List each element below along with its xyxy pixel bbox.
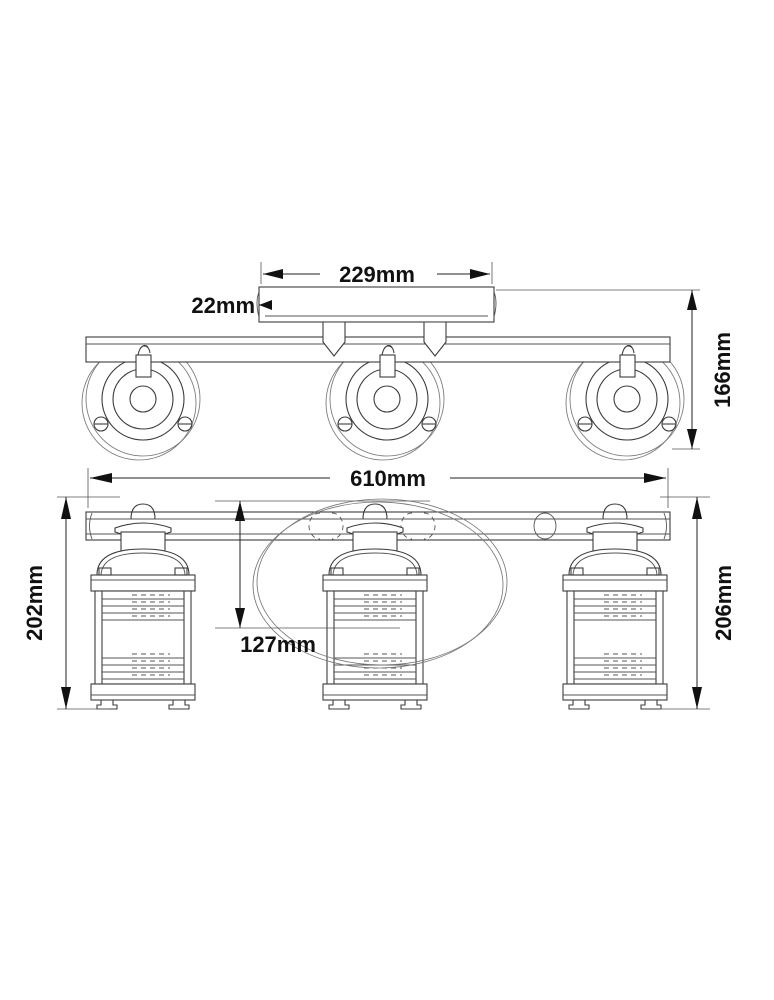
dimension-height-right: 206mm xyxy=(660,496,736,710)
front-view: 610mm 202mm 206mm 127mm xyxy=(22,466,736,710)
top-view-mounting-bar xyxy=(85,336,671,363)
glass-ribs-upper-left xyxy=(102,594,184,621)
dimension-label-206mm: 206mm xyxy=(711,565,736,641)
top-view-shade-stems xyxy=(135,344,636,378)
dimension-label-127mm: 127mm xyxy=(240,632,316,657)
glass-ribs-lower-left xyxy=(102,653,184,680)
glass-ribs-upper-right xyxy=(574,594,656,621)
top-view-canopy xyxy=(256,286,497,323)
dimension-overall-depth: 166mm xyxy=(496,289,735,450)
dimension-label-610mm: 610mm xyxy=(350,466,426,491)
dimension-canopy-width: 229mm xyxy=(260,262,493,287)
dimension-label-166mm: 166mm xyxy=(710,332,735,408)
dimension-shade-height: 127mm xyxy=(215,500,430,657)
dimension-height-left: 202mm xyxy=(22,496,120,710)
dimension-overall-width: 610mm xyxy=(87,466,669,508)
dimension-label-22mm: 22mm xyxy=(191,293,255,318)
construction-ellipse xyxy=(252,498,508,669)
top-view: 229mm 22mm 166mm xyxy=(81,262,735,461)
glass-ribs-lower-right xyxy=(574,653,656,680)
front-view-lantern-right xyxy=(562,503,668,710)
dimension-canopy-depth: 22mm xyxy=(191,293,272,318)
dimension-label-229mm: 229mm xyxy=(339,262,415,287)
dimension-label-202mm: 202mm xyxy=(22,565,47,641)
front-view-lantern-center xyxy=(322,503,428,710)
top-view-mount-tabs xyxy=(322,321,447,357)
glass-ribs-upper-center xyxy=(334,594,416,621)
front-view-lantern-left xyxy=(90,503,196,710)
